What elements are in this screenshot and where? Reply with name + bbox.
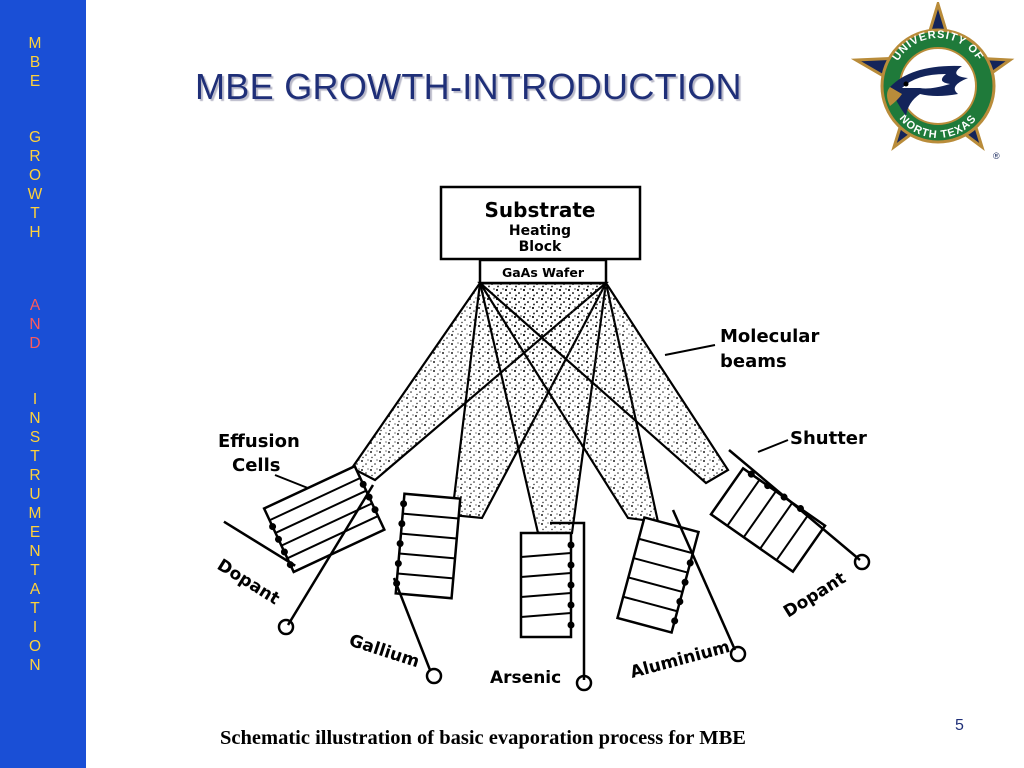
source-label-dopant-right: Dopant — [780, 568, 850, 622]
substrate-heating-block: Substrate Heating Block — [439, 185, 642, 261]
page-number: 5 — [955, 717, 964, 734]
sidebar-letter: I — [32, 391, 38, 408]
sidebar-letter: O — [28, 638, 42, 655]
sidebar-letter: H — [29, 224, 41, 241]
wafer-label: GaAs Wafer — [502, 265, 585, 280]
sidebar-letter: T — [30, 562, 40, 579]
sidebar-letter: T — [30, 600, 40, 617]
sidebar-letter: N — [29, 410, 41, 427]
source-label-arsenic: Arsenic — [490, 668, 561, 688]
mbe-schematic: Substrate Heating Block GaAs Wafer Molec… — [213, 185, 871, 692]
figure-caption: Schematic illustration of basic evaporat… — [220, 727, 746, 749]
sidebar-letter: T — [30, 205, 40, 222]
sidebar-letter: A — [29, 581, 41, 598]
sidebar-letter: M — [28, 505, 42, 522]
university-logo: UNIVERSITY OF NORTH TEXAS ® — [850, 2, 1015, 161]
shutters — [286, 449, 861, 680]
eagle-icon — [887, 65, 968, 116]
cells-label: Cells — [232, 455, 280, 476]
sidebar-mbe: M B E — [22, 34, 48, 91]
sidebar-letter: B — [29, 54, 41, 71]
sidebar-letter: G — [28, 129, 42, 146]
sidebar-letter: R — [29, 467, 41, 484]
effusion-cell-dopant-left — [223, 464, 386, 574]
beams-label: beams — [720, 351, 787, 372]
sidebar-letter: N — [29, 657, 41, 674]
effusion-cell-aluminium — [615, 515, 701, 635]
sidebar-letter: E — [29, 524, 41, 541]
effusion-label: Effusion — [218, 431, 300, 452]
registered-icon: ® — [993, 151, 1000, 161]
sidebar-letter: S — [29, 429, 41, 446]
effusion-cell-arsenic — [519, 531, 575, 639]
sidebar-letter: D — [29, 335, 41, 352]
sidebar-letter: A — [29, 297, 41, 314]
sidebar-letter: I — [32, 619, 38, 636]
sidebar-letter: N — [29, 316, 41, 333]
shutter-knobs — [277, 553, 871, 692]
sidebar-letter: T — [30, 448, 40, 465]
sidebar-letter: R — [29, 148, 41, 165]
source-label-aluminium: Aluminium — [628, 637, 732, 683]
molecular-beams — [350, 281, 730, 535]
sidebar-letter: W — [27, 186, 43, 203]
sidebar-growth: G R O W T H — [22, 128, 48, 242]
molecular-label: Molecular — [720, 326, 819, 347]
page-title: MBE GROWTH-INTRODUCTION — [195, 66, 742, 107]
sidebar-letter: M — [28, 35, 42, 52]
effusion-cell-gallium — [393, 492, 462, 600]
source-label-gallium: Gallium — [346, 631, 421, 672]
heating-label: Heating — [509, 223, 571, 239]
gaas-wafer: GaAs Wafer — [478, 258, 608, 285]
sidebar-letter: N — [29, 543, 41, 560]
shutter-label: Shutter — [790, 428, 867, 449]
source-label-dopant-left: Dopant — [213, 555, 283, 609]
block-label: Block — [519, 239, 562, 255]
sidebar-letter: O — [28, 167, 42, 184]
substrate-label: Substrate — [485, 198, 596, 222]
sidebar-and: A N D — [22, 296, 48, 353]
sidebar-instrumentation: I N S T R U M E N T A T I O N — [22, 390, 48, 675]
sidebar-letter: U — [29, 486, 41, 503]
sidebar-letter: E — [29, 73, 41, 90]
sidebar: M B E G R O W T H A N D I N S T R U M E … — [0, 0, 86, 768]
